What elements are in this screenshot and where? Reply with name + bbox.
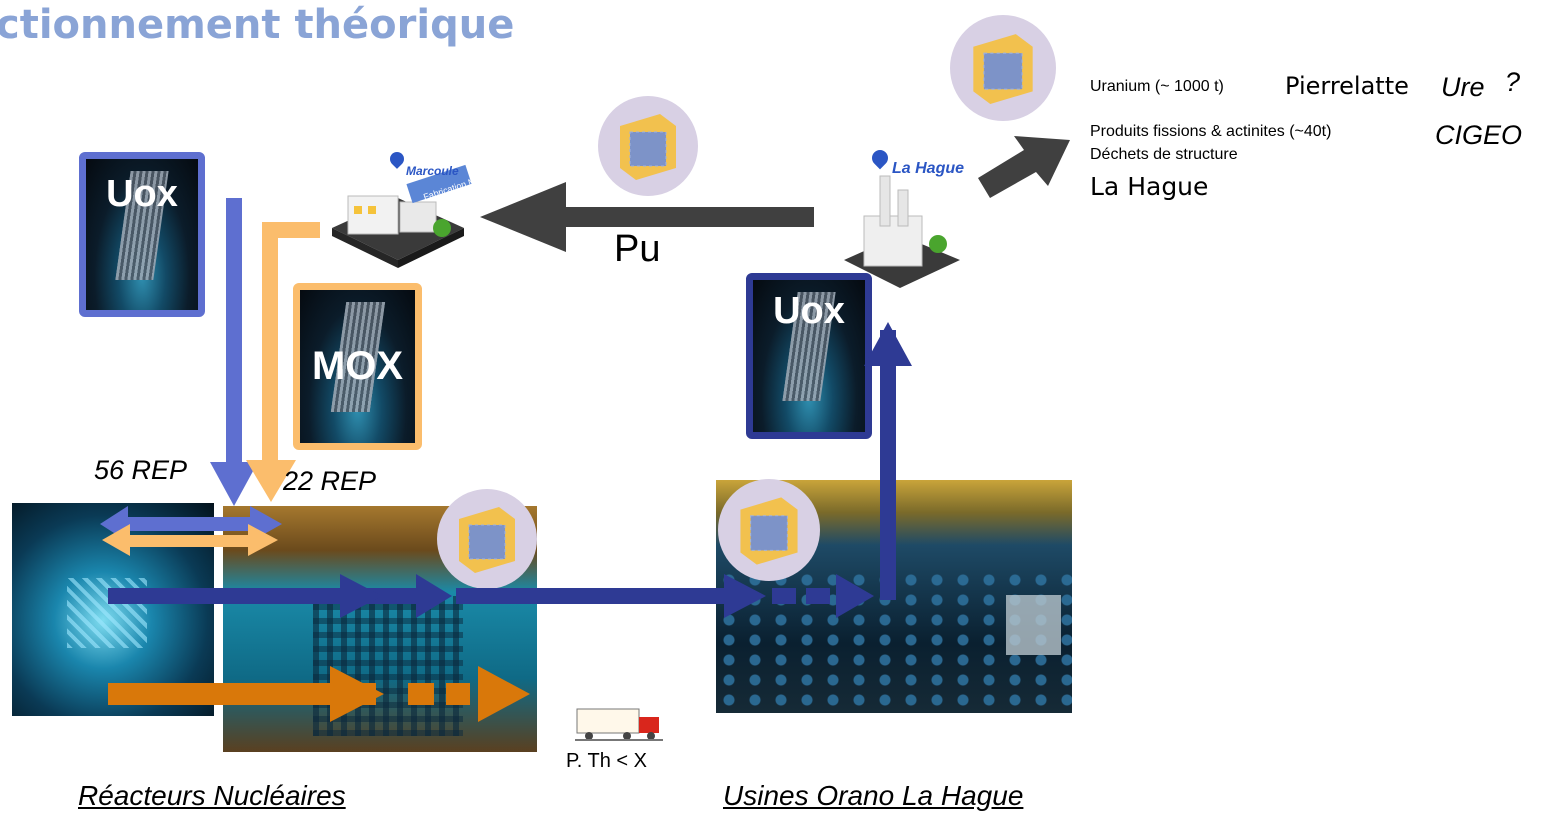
ure-label: Ure [1441, 72, 1485, 102]
rep56-label: 56 REP [94, 455, 188, 485]
uox-fuel-card-right: Uox [746, 273, 872, 439]
cask-shape [459, 507, 515, 573]
machine-shape [1006, 595, 1061, 655]
rep22-label: 22 REP [283, 466, 377, 496]
la-hague-factory-icon [844, 175, 960, 288]
page-title: ctionnement théorique [0, 2, 515, 48]
uox-label-left: Uox [106, 173, 178, 215]
pu-label: Pu [614, 228, 661, 270]
cigeo-label: CIGEO [1435, 120, 1523, 150]
uranium-label: Uranium (~ 1000 t) [1090, 78, 1224, 95]
mox-fuel-card: MOX [293, 283, 422, 450]
truck-condition-label: P. Th < X [566, 750, 647, 772]
cask-icon-top [950, 15, 1056, 121]
la-hague-pin-label: La Hague [892, 160, 965, 177]
cask-shape [973, 34, 1033, 105]
marcoule-site-illustration: Marcoule Fabrication MOX [322, 149, 489, 270]
spent-fuel-transport-arrow [108, 322, 912, 618]
mox-double-arrow [102, 524, 278, 556]
cask-shape [740, 497, 798, 565]
plants-caption: Usines Orano La Hague [723, 780, 1024, 811]
cask-icon-reactor [437, 489, 537, 589]
mox-feed-arrow [246, 222, 320, 502]
la-hague-site-illustration: La Hague [840, 140, 975, 295]
cask-shape [620, 114, 676, 180]
orange-storage-arrow [108, 666, 530, 722]
dechets-structure-label: Déchets de structure [1090, 146, 1238, 163]
reactors-caption: Réacteurs Nucléaires [78, 780, 346, 811]
truck-shape [575, 708, 663, 741]
uox-label-right: Uox [773, 290, 845, 332]
outputs-arrow [978, 136, 1070, 198]
truck-icon [575, 707, 663, 741]
marcoule-label: Marcoule [406, 164, 459, 178]
uox-feed-arrow [210, 198, 258, 506]
mox-label: MOX [311, 344, 404, 388]
pu-arrow [480, 182, 814, 252]
la-hague-output-label: La Hague [1090, 172, 1209, 201]
fission-products-label: Produits fissions & actinites (~40t) [1090, 123, 1332, 140]
cask-icon-hague [718, 479, 820, 581]
pierrelatte-label: Pierrelatte [1285, 72, 1409, 100]
cask-icon-pu [598, 96, 698, 196]
question-mark: ? [1505, 67, 1521, 97]
uox-fuel-card-left: Uox [79, 152, 205, 317]
marcoule-building-icon [332, 164, 472, 268]
